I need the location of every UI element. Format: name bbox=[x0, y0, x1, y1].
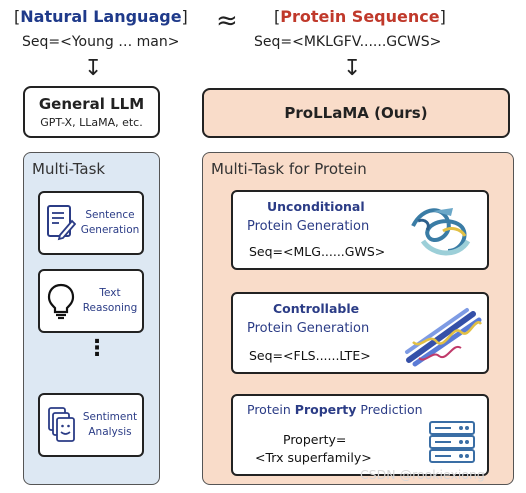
multi-task-protein-panel: Multi-Task for Protein Unconditional Pro… bbox=[202, 152, 514, 485]
card-bold-label: Controllable bbox=[273, 301, 360, 316]
multi-task-title: Multi-Task bbox=[32, 160, 106, 178]
down-arrow-icon: ↧ bbox=[343, 56, 362, 81]
card-title-line: Protein Property Prediction bbox=[247, 402, 423, 417]
card-seq: Seq=<MLG......GWS> bbox=[249, 244, 386, 259]
card-unconditional-generation: Unconditional Protein Generation Seq=<ML… bbox=[231, 190, 489, 270]
card-seq: Seq=<FLS......LTE> bbox=[249, 348, 371, 363]
card-bold-label: Property bbox=[294, 402, 357, 417]
protein-structure-icon bbox=[411, 208, 471, 256]
task-label: Sentiment Analysis bbox=[82, 411, 138, 438]
card-post-text: Prediction bbox=[356, 402, 423, 417]
general-llm-box: General LLM GPT-X, LLaMA, etc. bbox=[23, 86, 160, 138]
document-pen-icon bbox=[47, 205, 76, 241]
card-label: Protein Generation bbox=[247, 321, 370, 336]
database-server-icon bbox=[429, 421, 475, 463]
protein-sequence-label: Protein Sequence bbox=[280, 7, 440, 26]
card-property-prediction: Protein Property Prediction Property= <T… bbox=[231, 394, 489, 476]
task-text-reasoning: Text Reasoning bbox=[38, 269, 144, 333]
smiley-documents-icon bbox=[48, 407, 75, 442]
natural-language-header: [Natural Language] bbox=[14, 8, 188, 26]
card-bold-label: Unconditional bbox=[267, 199, 365, 214]
card-property-line1: Property= bbox=[283, 432, 347, 447]
protein-sequence-header: [Protein Sequence] bbox=[274, 8, 446, 26]
task-label: Text Reasoning bbox=[82, 287, 138, 314]
beta-sheet-protein-icon bbox=[405, 308, 482, 367]
approx-symbol: ≈ bbox=[216, 6, 238, 36]
general-llm-subtitle: GPT-X, LLaMA, etc. bbox=[40, 116, 143, 129]
task-label: Sentence Generation bbox=[80, 209, 140, 236]
card-pre-text: Protein bbox=[247, 402, 295, 417]
general-llm-title: General LLM bbox=[38, 95, 145, 113]
bracket-open: [ bbox=[14, 7, 21, 26]
prollama-box: ProLLaMA (Ours) bbox=[202, 88, 510, 138]
natural-language-label: Natural Language bbox=[20, 7, 182, 26]
natural-language-seq: Seq=<Young … man> bbox=[22, 34, 180, 50]
bracket-close: ] bbox=[439, 7, 446, 26]
lightbulb-icon bbox=[47, 283, 75, 320]
card-label: Protein Generation bbox=[247, 219, 370, 234]
bracket-close: ] bbox=[181, 7, 188, 26]
multi-task-panel: Multi-Task Sentence Generation Text Reas… bbox=[23, 152, 160, 485]
task-sentence-generation: Sentence Generation bbox=[38, 191, 144, 255]
multi-task-protein-title: Multi-Task for Protein bbox=[211, 160, 367, 178]
task-sentiment-analysis: Sentiment Analysis bbox=[38, 393, 144, 457]
ellipsis-vertical: ⋮ bbox=[86, 336, 108, 361]
card-property-line2: <Trx superfamily> bbox=[255, 450, 372, 465]
watermark: CSDN @rookiexiong bbox=[360, 467, 485, 482]
down-arrow-icon: ↧ bbox=[84, 56, 103, 81]
bracket-open: [ bbox=[274, 7, 281, 26]
card-controllable-generation: Controllable Protein Generation Seq=<FLS… bbox=[231, 292, 489, 374]
protein-sequence-seq: Seq=<MKLGFV......GCWS> bbox=[254, 34, 442, 50]
